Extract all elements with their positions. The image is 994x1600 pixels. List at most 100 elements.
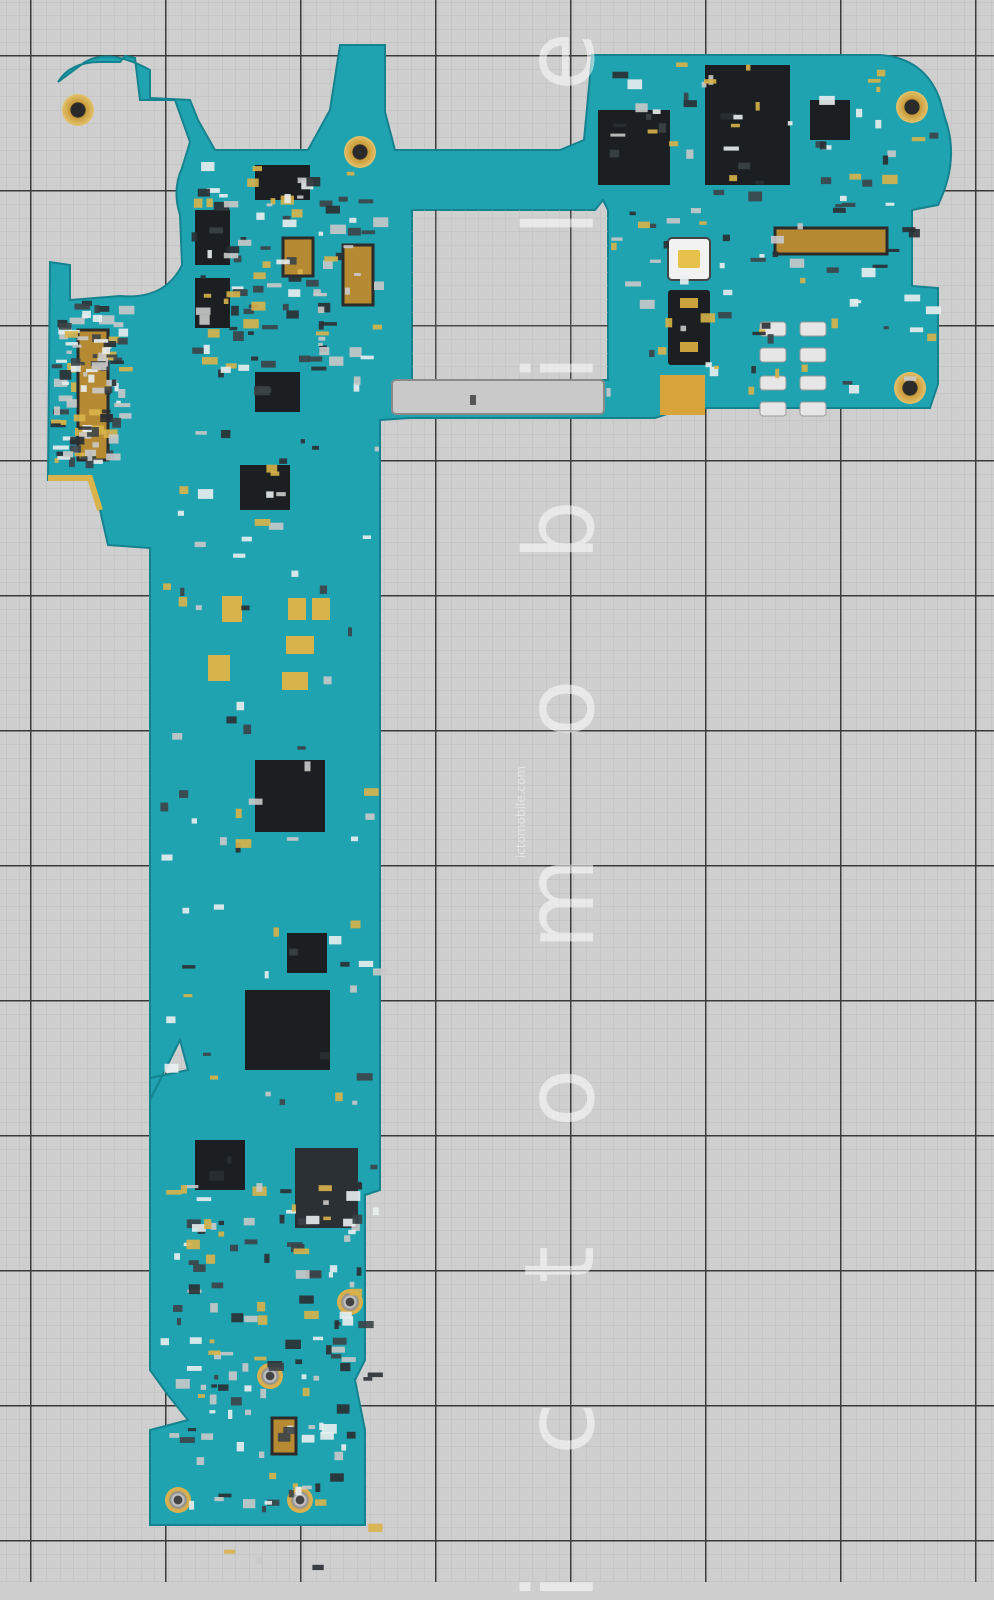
- smd-part: [240, 237, 247, 242]
- smd-part: [288, 275, 302, 282]
- smd-part: [186, 1366, 202, 1371]
- smd-part: [293, 1248, 310, 1255]
- smd-part: [160, 1338, 169, 1346]
- smd-part: [338, 196, 348, 202]
- smd-part: [365, 813, 375, 820]
- smd-part: [318, 321, 324, 330]
- smd-part: [228, 1371, 237, 1381]
- mount-hole: [894, 372, 926, 404]
- smd-part: [164, 1063, 179, 1073]
- smd-part: [179, 1437, 195, 1443]
- smd-part: [244, 1385, 252, 1392]
- smd-part: [288, 289, 301, 297]
- smd-part: [70, 363, 81, 372]
- smd-part: [257, 1315, 268, 1325]
- smd-part: [304, 761, 311, 772]
- smd-part: [174, 1253, 180, 1260]
- smd-part: [260, 246, 271, 250]
- smd-part: [876, 86, 881, 92]
- smd-part: [316, 331, 329, 336]
- smd-part: [114, 382, 119, 392]
- smd-part: [232, 289, 248, 296]
- smd-part: [70, 445, 82, 453]
- smd-part: [312, 1564, 324, 1571]
- smd-part: [201, 1433, 214, 1440]
- smd-part: [77, 336, 89, 341]
- smd-part: [261, 1506, 267, 1513]
- smd-part: [325, 205, 340, 214]
- smd-part: [329, 936, 342, 945]
- smd-part: [801, 364, 808, 372]
- smd-part: [98, 352, 107, 362]
- smd-part: [235, 808, 242, 819]
- smd-part: [199, 314, 210, 325]
- smd-part: [206, 1254, 216, 1264]
- smd-part: [195, 605, 202, 611]
- smd-part: [789, 258, 805, 268]
- smd-part: [358, 960, 374, 967]
- smd-part: [321, 1424, 337, 1434]
- smd-part: [353, 383, 360, 392]
- smd-part: [206, 188, 220, 193]
- smd-part: [284, 194, 291, 204]
- smd-part: [72, 344, 82, 348]
- smd-part: [175, 1379, 190, 1389]
- smd-part: [313, 289, 321, 296]
- smd-part: [173, 1305, 183, 1312]
- smd-part: [720, 113, 737, 120]
- smd-part: [335, 252, 343, 261]
- smd-part: [372, 324, 382, 330]
- smd-part: [218, 369, 224, 378]
- smd-part: [280, 1189, 292, 1194]
- smd-part: [356, 1073, 373, 1081]
- smd-part: [295, 1270, 310, 1279]
- smd-part: [233, 331, 244, 341]
- mount-hole: [62, 94, 94, 126]
- smd-part: [841, 202, 856, 207]
- smd-part: [714, 365, 719, 369]
- smd-part: [244, 1239, 258, 1245]
- smd-part: [254, 386, 270, 396]
- smd-part: [649, 259, 661, 263]
- smd-part: [226, 716, 237, 724]
- smd-part: [611, 237, 623, 241]
- smd-part: [245, 1409, 252, 1416]
- sensor: [668, 290, 710, 365]
- smd-part: [118, 305, 135, 315]
- smd-part: [238, 364, 250, 371]
- smd-part: [209, 1394, 217, 1405]
- smd-part: [831, 318, 838, 329]
- smd-part: [256, 1183, 263, 1192]
- smd-part: [699, 221, 707, 225]
- smd-part: [849, 385, 860, 394]
- smd-part: [733, 114, 743, 120]
- smd-part: [69, 457, 75, 467]
- smd-part: [609, 149, 620, 158]
- smd-part: [306, 1215, 320, 1225]
- smd-part: [750, 257, 766, 262]
- chip: [245, 990, 330, 1070]
- mount-hole: [344, 136, 376, 168]
- smd-part: [166, 1190, 182, 1195]
- smd-part: [92, 459, 103, 464]
- smd-part: [58, 327, 72, 335]
- smd-part: [344, 287, 350, 295]
- smd-part: [627, 79, 643, 90]
- smd-part: [230, 1397, 242, 1406]
- smd-part: [680, 325, 687, 332]
- smd-part: [324, 256, 338, 262]
- smd-part: [307, 356, 323, 362]
- smd-part: [319, 347, 330, 356]
- smd-part: [54, 458, 59, 463]
- smd-part: [295, 1359, 303, 1365]
- smd-part: [341, 1444, 347, 1451]
- smd-part: [295, 1486, 302, 1495]
- smd-part: [179, 790, 189, 798]
- smd-part: [287, 1242, 303, 1247]
- smd-part: [351, 1222, 360, 1232]
- smd-part: [755, 180, 765, 185]
- smd-part: [856, 108, 863, 118]
- smd-part: [264, 1500, 272, 1505]
- smd-part: [187, 1428, 197, 1432]
- smd-part: [218, 1231, 225, 1237]
